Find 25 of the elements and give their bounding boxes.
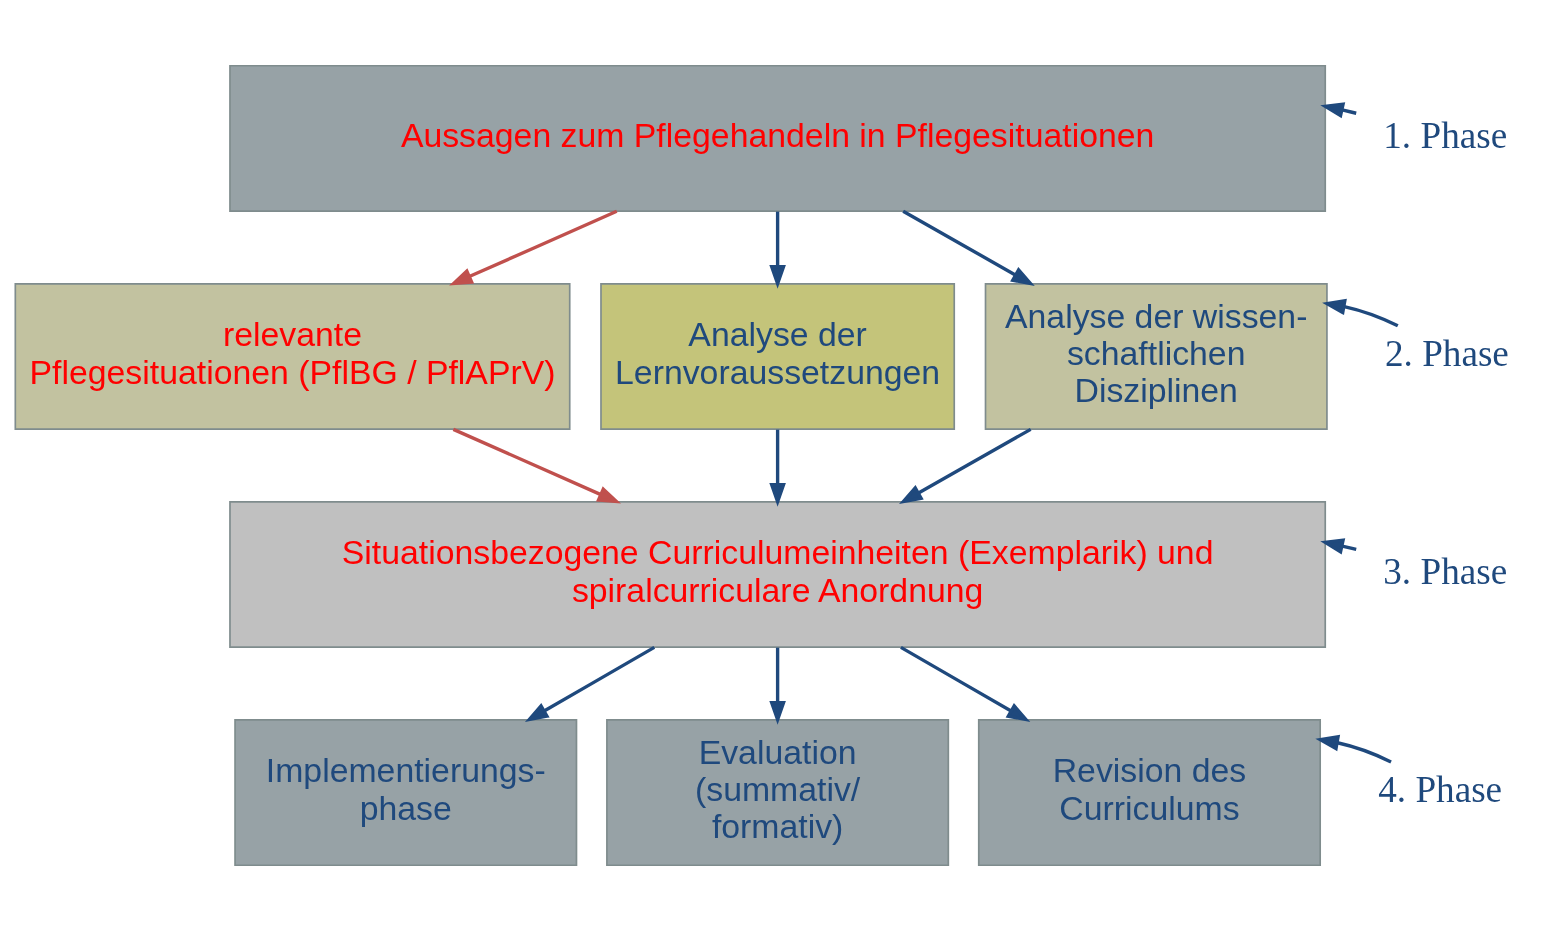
arrow bbox=[449, 209, 618, 285]
node-box: Analyse der Lernvoraussetzungen bbox=[600, 282, 956, 430]
arrow bbox=[899, 427, 1032, 504]
arrow bbox=[769, 211, 786, 289]
node-text: 2. Phase bbox=[1384, 332, 1509, 374]
node-box: relevante Pflegesituationen (PflBG / PflAPrV) bbox=[14, 282, 571, 430]
node-box: Evaluation (summativ/ formativ) bbox=[606, 718, 950, 866]
arrow bbox=[1320, 101, 1357, 118]
node-box: Situationsbezogene Curriculumeinheiten (Exemplarik) und spiralcurriculare Anordnung bbox=[229, 500, 1327, 648]
node-box: Aussagen zum Pflegehandeln in Pflegesituationen bbox=[229, 64, 1327, 212]
arrow bbox=[900, 645, 1031, 722]
arrow bbox=[1320, 537, 1357, 554]
arrow bbox=[1322, 298, 1399, 327]
arrow bbox=[769, 429, 786, 507]
node-text: 4. Phase bbox=[1378, 768, 1503, 810]
arrow bbox=[769, 647, 786, 725]
arrow bbox=[452, 427, 622, 504]
node-box: Revision des Curriculums bbox=[977, 718, 1322, 866]
node-text: 1. Phase bbox=[1383, 114, 1508, 156]
node-box: Analyse der wissen- schaftlichen Disziplinen bbox=[984, 282, 1328, 430]
node-text: 3. Phase bbox=[1383, 550, 1508, 592]
arrow bbox=[524, 645, 656, 722]
arrow bbox=[902, 209, 1035, 286]
arrow bbox=[1315, 734, 1392, 763]
node-box: Implementierungs- phase bbox=[234, 718, 578, 866]
